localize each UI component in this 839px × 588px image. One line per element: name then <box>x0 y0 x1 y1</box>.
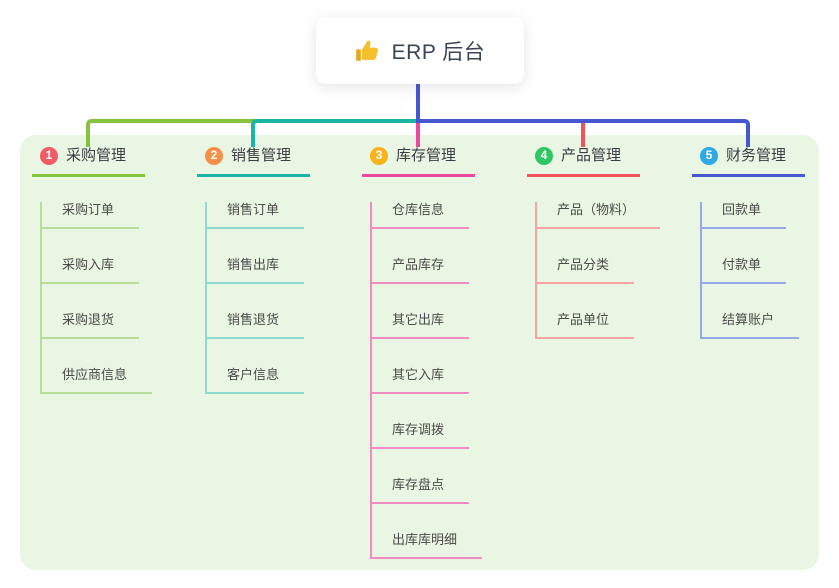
branch-purchase-header[interactable]: 1 采购管理 <box>32 145 145 177</box>
branch-finance-label: 财务管理 <box>726 147 787 164</box>
branch-product-header[interactable]: 4 产品管理 <box>527 145 640 177</box>
node-warehouse-info[interactable]: 仓库信息 <box>372 202 470 229</box>
node-supplier-info[interactable]: 供应商信息 <box>42 367 153 394</box>
node-stock-check[interactable]: 库存盘点 <box>372 477 470 504</box>
node-other-outbound[interactable]: 其它出库 <box>372 312 470 339</box>
badge-5: 5 <box>700 146 718 165</box>
node-purchase-inbound[interactable]: 采购入库 <box>42 257 140 284</box>
node-receipt-bill[interactable]: 回款单 <box>702 202 787 229</box>
badge-4: 4 <box>535 146 553 165</box>
branch-purchase-label: 采购管理 <box>66 147 127 164</box>
branch-purchase-children: 采购订单 采购入库 采购退货 供应商信息 <box>40 202 153 394</box>
node-purchase-return[interactable]: 采购退货 <box>42 312 140 339</box>
branch-inventory-label: 库存管理 <box>396 147 457 164</box>
node-stock-transfer[interactable]: 库存调拨 <box>372 422 470 449</box>
node-other-inbound[interactable]: 其它入库 <box>372 367 470 394</box>
thumbs-up-icon <box>355 40 378 61</box>
node-sales-return[interactable]: 销售退货 <box>207 312 305 339</box>
node-product-category[interactable]: 产品分类 <box>537 257 635 284</box>
branch-inventory-children: 仓库信息 产品库存 其它出库 其它入库 库存调拨 库存盘点 出库库明细 <box>370 202 483 559</box>
root-node[interactable]: ERP 后台 <box>316 17 524 84</box>
badge-1: 1 <box>40 146 58 165</box>
branch-finance-header[interactable]: 5 财务管理 <box>692 145 805 177</box>
branch-product-label: 产品管理 <box>561 147 622 164</box>
branch-purchase: 1 采购管理 采购订单 采购入库 采购退货 供应商信息 <box>32 145 153 394</box>
branch-inventory-header[interactable]: 3 库存管理 <box>362 145 475 177</box>
branch-finance: 5 财务管理 回款单 付款单 结算账户 <box>692 145 805 339</box>
branch-sales-header[interactable]: 2 销售管理 <box>197 145 310 177</box>
node-product-material[interactable]: 产品（物料） <box>537 202 661 229</box>
root-title: ERP 后台 <box>391 40 486 64</box>
branch-finance-children: 回款单 付款单 结算账户 <box>700 202 800 339</box>
branch-product: 4 产品管理 产品（物料） 产品分类 产品单位 <box>527 145 661 339</box>
node-settlement-account[interactable]: 结算账户 <box>702 312 800 339</box>
node-product-unit[interactable]: 产品单位 <box>537 312 635 339</box>
mindmap-panel <box>20 135 819 570</box>
node-sales-order[interactable]: 销售订单 <box>207 202 305 229</box>
node-purchase-order[interactable]: 采购订单 <box>42 202 140 229</box>
node-payment-bill[interactable]: 付款单 <box>702 257 787 284</box>
badge-2: 2 <box>205 146 223 165</box>
node-sales-outbound[interactable]: 销售出库 <box>207 257 305 284</box>
badge-3: 3 <box>370 146 388 165</box>
branch-sales: 2 销售管理 销售订单 销售出库 销售退货 客户信息 <box>197 145 310 394</box>
branch-product-children: 产品（物料） 产品分类 产品单位 <box>535 202 661 339</box>
node-outbound-detail[interactable]: 出库库明细 <box>372 532 483 559</box>
branch-sales-children: 销售订单 销售出库 销售退货 客户信息 <box>205 202 305 394</box>
node-customer-info[interactable]: 客户信息 <box>207 367 305 394</box>
branch-sales-label: 销售管理 <box>231 147 292 164</box>
branch-inventory: 3 库存管理 仓库信息 产品库存 其它出库 其它入库 库存调拨 库存盘点 出库库… <box>362 145 483 559</box>
node-product-stock[interactable]: 产品库存 <box>372 257 470 284</box>
